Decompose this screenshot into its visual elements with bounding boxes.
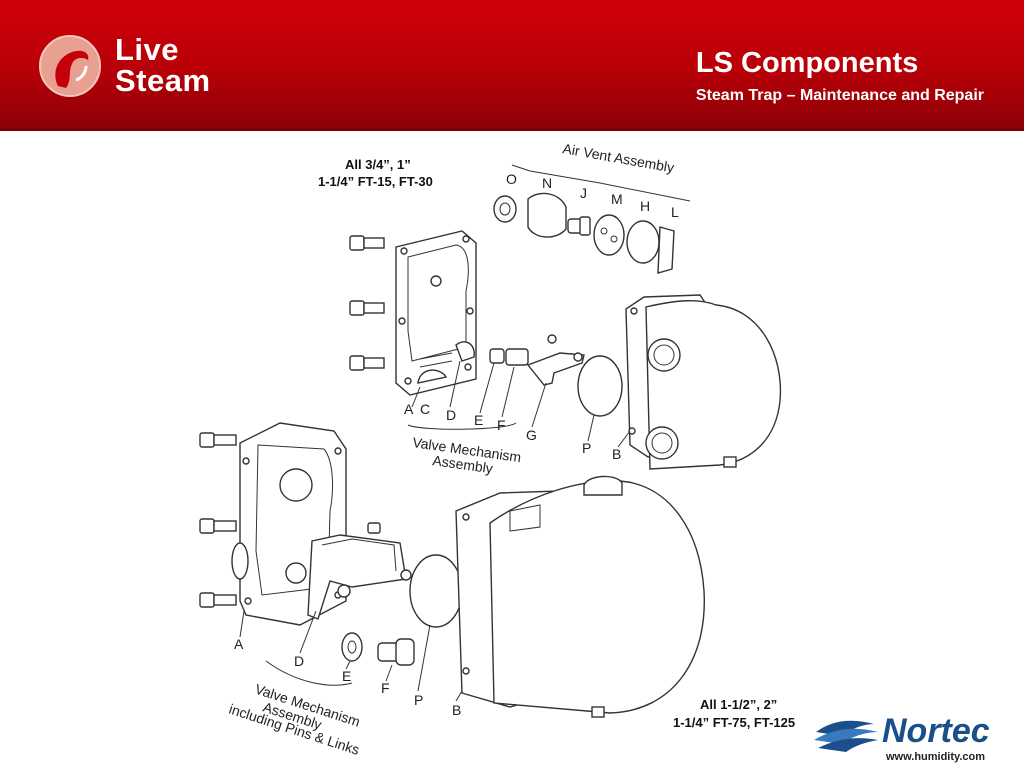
air-vent-parts <box>493 192 675 274</box>
bottom-model-caption-1: All 1-1/2”, 2” <box>700 697 777 712</box>
label-bottom-B: B <box>452 702 461 718</box>
title-block: LS Components Steam Trap – Maintenance a… <box>696 46 984 106</box>
bottom-float-ball <box>409 554 463 628</box>
label-bottom-E: E <box>342 668 351 684</box>
header-bar: Live Steam LS Components Steam Trap – Ma… <box>0 0 1024 128</box>
top-bolts <box>349 235 385 371</box>
label-top-M: M <box>611 191 623 207</box>
nortec-name: Nortec <box>882 712 990 750</box>
top-float-ball <box>577 355 623 417</box>
bottom-gasket-edge <box>231 542 249 580</box>
label-bottom-F: F <box>381 680 390 696</box>
header-divider <box>0 128 1024 131</box>
brand-name: Live Steam <box>115 34 211 96</box>
air-vent-assembly-label: Air Vent Assembly <box>561 140 675 175</box>
label-top-F: F <box>497 417 506 433</box>
nortec-wave-icon: Nortec www.humidity.com <box>814 712 990 763</box>
top-model-caption-2: 1-1/4” FT-15, FT-30 <box>318 174 433 189</box>
brand-line-1: Live <box>115 32 180 67</box>
bottom-model-caption-2: 1-1/4” FT-75, FT-125 <box>673 715 795 730</box>
live-steam-logo-icon <box>39 35 101 97</box>
bottom-bolts <box>199 432 237 608</box>
bottom-valve-parts <box>307 522 415 666</box>
label-top-C: C <box>420 401 430 417</box>
label-top-J: J <box>580 185 587 201</box>
label-bottom-P: P <box>414 692 423 708</box>
label-top-P: P <box>582 440 591 456</box>
nortec-url: www.humidity.com <box>885 751 985 763</box>
label-top-D: D <box>446 407 456 423</box>
nortec-logo: Nortec www.humidity.com <box>812 702 1012 764</box>
bottom-cover-plate <box>239 422 347 626</box>
bottom-valve-brace <box>265 660 353 686</box>
label-top-H: H <box>640 198 650 214</box>
label-top-G: G <box>526 427 537 443</box>
top-cover-plate <box>395 230 477 396</box>
label-top-A: A <box>404 401 414 417</box>
top-valve-parts <box>417 334 585 386</box>
page-title: LS Components <box>695 47 919 79</box>
label-top-B: B <box>612 446 621 462</box>
label-top-L: L <box>671 204 679 220</box>
bottom-trap-body <box>455 475 705 718</box>
exploded-parts-diagram: All 3/4”, 1” 1-1/4” FT-15, FT-30 Air Ven… <box>199 140 795 758</box>
top-model-caption-1: All 3/4”, 1” <box>345 157 411 172</box>
label-bottom-A: A <box>234 636 244 652</box>
label-top-N: N <box>542 175 552 191</box>
page-subtitle: Steam Trap – Maintenance and Repair <box>695 87 984 104</box>
label-top-O: O <box>506 171 517 187</box>
label-bottom-D: D <box>294 653 304 669</box>
brand-line-2: Steam <box>115 63 211 98</box>
label-top-E: E <box>474 412 483 428</box>
top-valve-brace <box>407 422 517 430</box>
top-trap-body <box>625 294 782 470</box>
